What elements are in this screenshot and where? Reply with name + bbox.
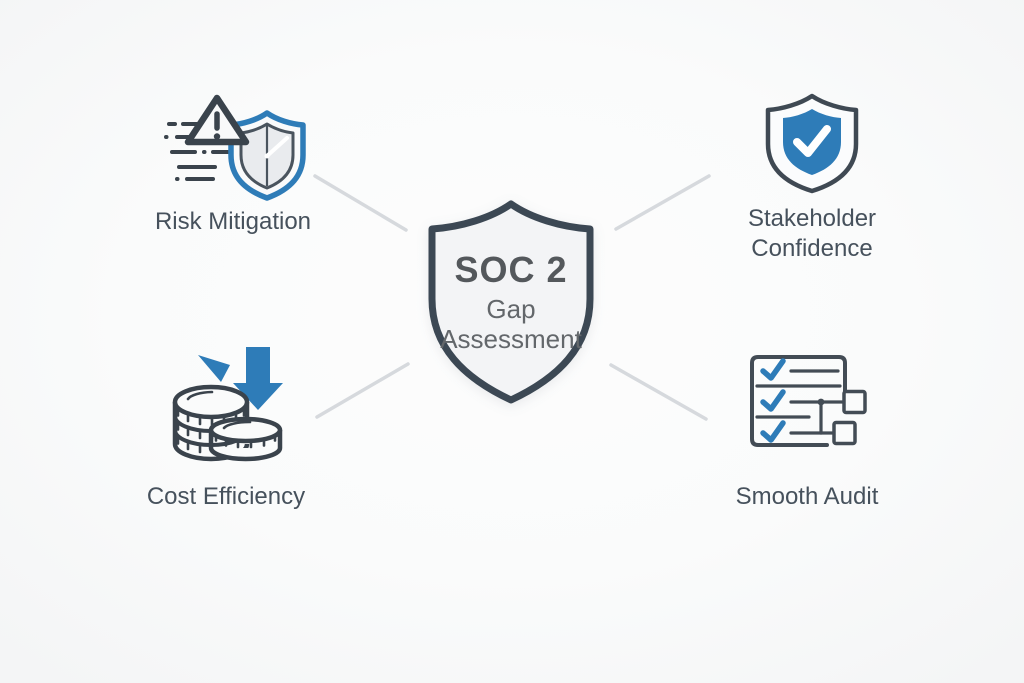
connector-line-bottom-right xyxy=(609,363,708,421)
connector-line-top-right xyxy=(614,174,711,231)
center-text: SOC 2 Gap Assessment xyxy=(419,249,603,355)
benefit-label-stakeholder-confidence: Stakeholder Confidence xyxy=(747,205,877,262)
center-shield: SOC 2 Gap Assessment xyxy=(419,196,603,409)
benefit-label-cost-efficiency: Cost Efficiency xyxy=(146,483,306,510)
connector-line-bottom-left xyxy=(315,362,410,419)
checklist-flowchart-icon xyxy=(749,355,867,447)
coins-arrow-down-icon xyxy=(172,347,283,462)
benefit-label-smooth-audit: Smooth Audit xyxy=(735,483,879,510)
shield-outline-icon xyxy=(428,200,594,404)
center-title: SOC 2 xyxy=(454,249,568,290)
benefit-label-risk-mitigation: Risk Mitigation xyxy=(154,208,312,235)
benefit-smooth-audit: Smooth Audit xyxy=(657,345,957,512)
center-subtitle-line2: Assessment xyxy=(440,324,582,354)
benefit-cost-efficiency: Cost Efficiency xyxy=(76,347,376,512)
shield-check-icon xyxy=(765,93,859,194)
benefit-stakeholder-confidence: Stakeholder Confidence xyxy=(662,92,962,264)
center-subtitle-line1: Gap xyxy=(486,294,536,324)
arrow-wedge-shape xyxy=(198,355,230,382)
speeding-warning-shield-icon xyxy=(164,94,306,201)
connector-line-top-left xyxy=(313,174,408,232)
benefit-risk-mitigation: Risk Mitigation xyxy=(83,93,383,237)
